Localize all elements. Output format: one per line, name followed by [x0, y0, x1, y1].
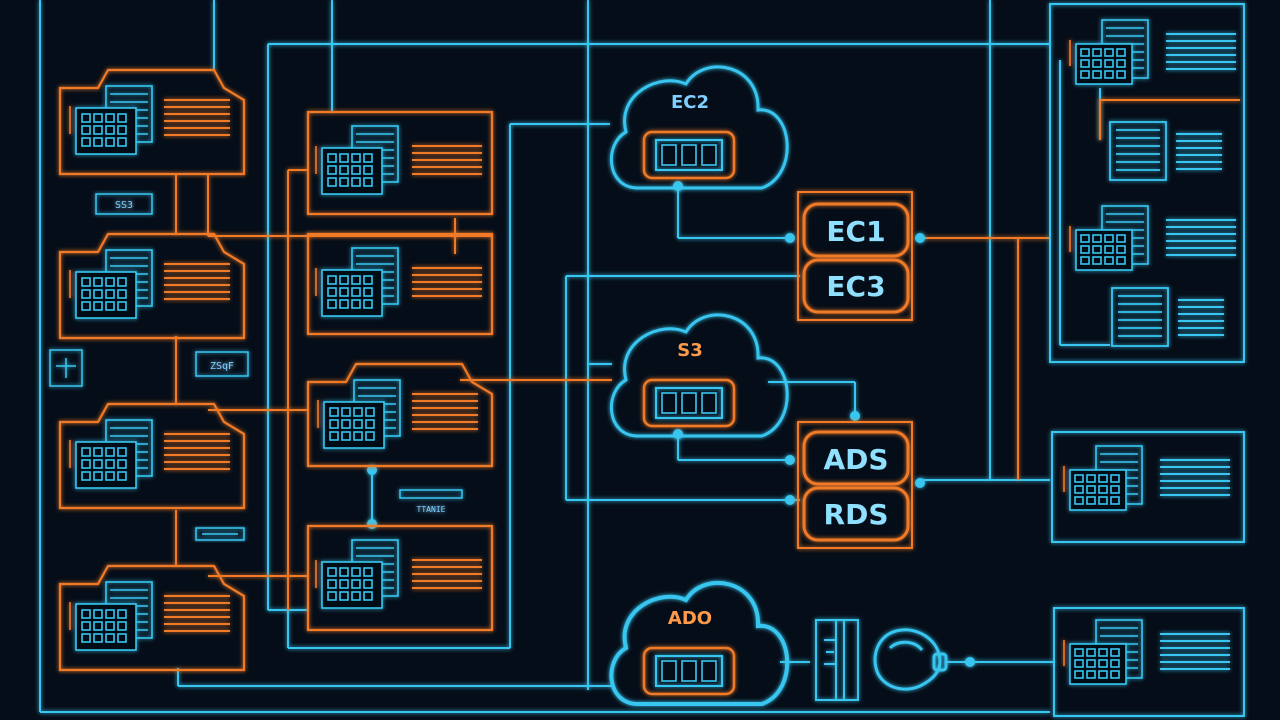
- text-lines: [412, 145, 482, 175]
- mid-caption: TTANIE: [399, 489, 463, 514]
- left-tag-2: ZSqF: [195, 351, 249, 377]
- text-lines: [164, 595, 230, 632]
- small-tag-bottom: [195, 527, 245, 541]
- left-server-node-3: [58, 402, 246, 510]
- instance-panel-bottom: ADS RDS: [797, 421, 913, 549]
- left-tag-1-text: SS3: [115, 200, 133, 211]
- server-rack-icon: [69, 581, 153, 651]
- right-panel-3: [1053, 607, 1245, 717]
- server-rack-icon: [315, 125, 399, 195]
- cloud-ado-label: ADO: [668, 608, 712, 629]
- text-lines: [412, 559, 482, 589]
- storage-drive-icon: [642, 378, 736, 428]
- text-lines: [164, 263, 230, 300]
- text-lines: [412, 267, 482, 297]
- cyan-connection-lines: [39, 0, 1110, 713]
- cloud-ado: ADO: [609, 581, 789, 706]
- server-rack-icon: [69, 249, 153, 319]
- instance-ads-label: ADS: [823, 443, 888, 476]
- left-tag-2-text: ZSqF: [210, 361, 234, 372]
- cable-loop-icon: [873, 628, 948, 691]
- left-server-node-1: [58, 68, 246, 176]
- text-lines: [1178, 299, 1224, 336]
- text-lines: [1160, 633, 1230, 670]
- orange-connection-lines: [175, 99, 1240, 610]
- right-panel-main: [1049, 3, 1245, 363]
- instance-ec1-label: EC1: [826, 215, 885, 248]
- server-rack-icon: [1069, 205, 1149, 271]
- text-lines: [1176, 133, 1222, 170]
- text-lines: [1166, 33, 1236, 70]
- instance-rds-label: RDS: [824, 498, 889, 531]
- mid-caption-text: TTANIE: [417, 505, 446, 514]
- instance-panel-top: EC1 EC3: [797, 191, 913, 321]
- server-rack-icon: [1069, 19, 1149, 85]
- server-rack-icon: [69, 419, 153, 489]
- text-lines: [1166, 219, 1236, 256]
- mid-server-node-4: [306, 524, 494, 632]
- left-tag-1: SS3: [95, 193, 153, 215]
- cloud-s3-label: S3: [677, 340, 703, 361]
- server-rack-icon: [315, 247, 399, 317]
- document-icon: [1111, 287, 1169, 347]
- server-rack-icon: [315, 539, 399, 609]
- server-rack-icon: [317, 379, 401, 449]
- left-server-node-4: [58, 564, 246, 672]
- junction-dots: [367, 181, 975, 667]
- server-rack-icon: [1063, 445, 1143, 511]
- cloud-s3: S3: [609, 313, 789, 438]
- storage-drive-icon: [642, 646, 736, 696]
- server-rack-icon: [1063, 619, 1143, 685]
- mid-server-node-2: [306, 232, 494, 336]
- left-server-node-2: [58, 232, 246, 340]
- small-gateway-left: [49, 349, 83, 387]
- text-lines: [1160, 459, 1230, 496]
- right-panel-2: [1051, 431, 1245, 543]
- cloud-ec2-label: EC2: [671, 92, 709, 113]
- text-lines: [412, 393, 478, 430]
- storage-drive-icon: [642, 130, 736, 180]
- document-icon: [1109, 121, 1167, 181]
- text-lines: [164, 433, 230, 470]
- text-lines: [164, 99, 230, 136]
- mid-server-node-1: [306, 110, 494, 216]
- cloud-ec2: EC2: [609, 65, 789, 190]
- server-rack-icon: [69, 85, 153, 155]
- mid-server-node-3: [306, 362, 494, 468]
- gateway-icon: [815, 619, 859, 701]
- instance-ec3-label: EC3: [826, 270, 885, 303]
